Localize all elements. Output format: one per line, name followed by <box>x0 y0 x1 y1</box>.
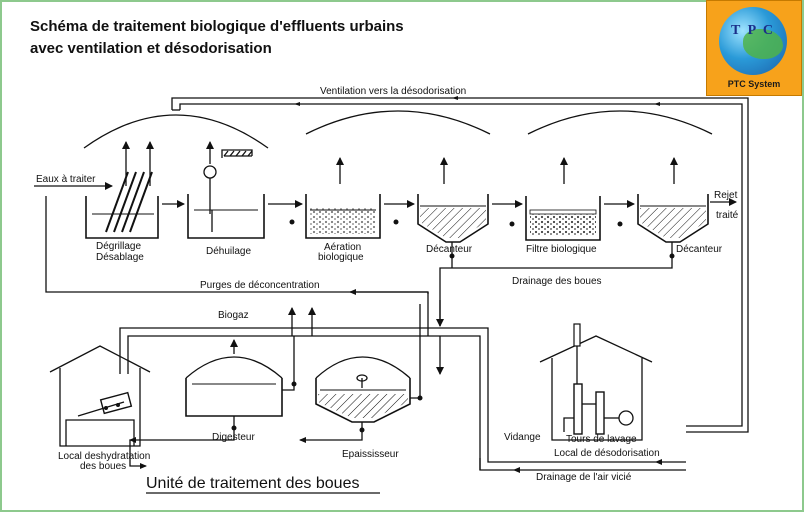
ventilation-duct <box>171 96 749 433</box>
tank-digesteur <box>185 356 283 417</box>
drainage-boues-line <box>436 242 675 327</box>
desablage-label: Désablage <box>96 252 144 263</box>
logo-letters: T P C <box>731 23 775 38</box>
hood-1 <box>83 114 269 149</box>
filtre-label: Filtre biologique <box>526 244 597 255</box>
drainage-air-line <box>129 446 662 473</box>
diagram-subtitle: avec ventilation et désodorisation <box>30 40 272 57</box>
local-desodo-label: Local de désodorisation <box>554 448 660 459</box>
tank-decanteur-2 <box>637 194 709 243</box>
ptc-logo: T P C PTC System <box>706 0 802 96</box>
tours-label: Tours de lavage <box>566 434 637 445</box>
tank-decanteur-1 <box>417 194 489 243</box>
diagram-title: Schéma de traitement biologique d'efflue… <box>30 18 404 35</box>
pump-icon <box>203 149 253 214</box>
unite-boues-label: Unité de traitement des boues <box>146 475 359 492</box>
biologique-label: biologique <box>318 252 364 263</box>
rejet-label: Rejet <box>714 190 738 201</box>
globe-land-shape <box>743 29 783 59</box>
hood-3 <box>527 110 713 135</box>
house-desodorisation <box>539 323 653 441</box>
hood-2 <box>305 110 491 135</box>
decanteur-2-label: Décanteur <box>676 244 723 255</box>
decanteur-1-label: Décanteur <box>426 244 473 255</box>
globe-icon: T P C <box>719 7 787 75</box>
tank-filtre <box>525 196 601 241</box>
biogaz-label: Biogaz <box>218 310 249 321</box>
ventilation-label: Ventilation vers la désodorisation <box>320 86 466 97</box>
tank-aeration <box>305 194 381 239</box>
tank-epaississeur <box>315 356 411 423</box>
des-boues-label: des boues <box>80 461 126 472</box>
degrillage-label: Dégrillage <box>96 241 141 252</box>
deshydratation-label: Local deshydratation <box>58 451 150 462</box>
sludge-piping <box>129 304 444 446</box>
inlet-label: Eaux à traiter <box>36 174 96 185</box>
boues-duct <box>119 327 686 471</box>
traite-label: traité <box>716 210 739 221</box>
purges-line <box>45 196 429 336</box>
logo-caption: PTC System <box>727 79 781 89</box>
vidange-label: Vidange <box>504 432 541 443</box>
tank-deshuilage <box>187 194 265 239</box>
drainage-boues-label: Drainage des boues <box>512 276 602 287</box>
house-deshydratation <box>49 345 151 447</box>
drainage-air-label: Drainage de l'air vicié <box>536 472 632 483</box>
purges-label: Purges de déconcentration <box>200 280 320 291</box>
deshuilage-label: Déhuilage <box>206 246 251 257</box>
tank-degrillage <box>85 171 159 239</box>
aeration-label: Aération <box>324 242 361 253</box>
epaississeur-label: Epaississeur <box>342 449 399 460</box>
